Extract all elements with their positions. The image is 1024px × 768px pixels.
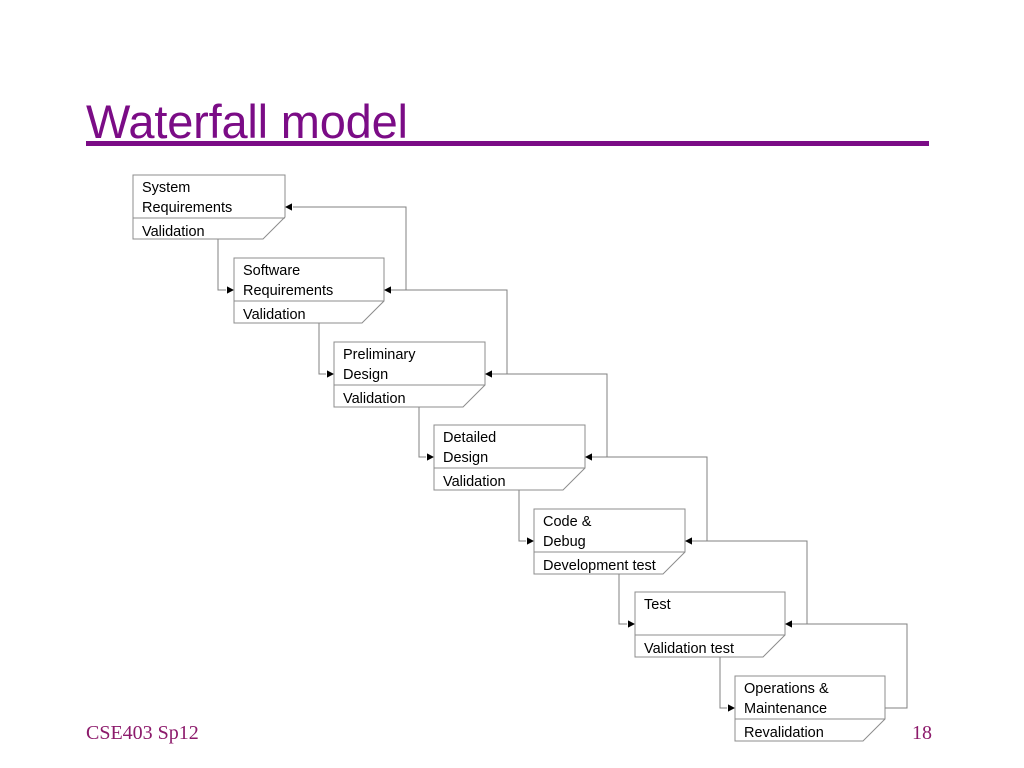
stage-validation-label: Development test — [543, 558, 656, 574]
forward-arrowhead-preliminary-design-to-detailed-design — [427, 453, 434, 461]
forward-connector-test-to-operations-and-maintenance — [719, 657, 727, 709]
feedback-arrowhead-preliminary-design-to-software-requirements — [384, 286, 391, 294]
stage-box-outline — [333, 341, 486, 408]
footer-course-label: CSE403 Sp12 — [86, 722, 199, 744]
stage-label-line2: Debug — [543, 534, 586, 550]
stage-validation-label: Validation — [343, 391, 406, 407]
stage-validation-label: Validation test — [644, 641, 734, 657]
stage-label-line2: Design — [343, 367, 388, 383]
forward-connector-software-requirements-to-preliminary-design — [318, 323, 326, 375]
stage-box-outline — [433, 424, 586, 491]
forward-connector-detailed-design-to-code-and-debug — [518, 490, 526, 542]
stage-validation-label: Validation — [243, 307, 306, 323]
forward-connector-preliminary-design-to-detailed-design — [418, 407, 426, 458]
stage-label-line2: Requirements — [142, 200, 232, 216]
stage-box-outline — [132, 174, 286, 240]
stage-label-line2: Maintenance — [744, 701, 827, 717]
forward-arrowhead-software-requirements-to-preliminary-design — [327, 370, 334, 378]
forward-arrowhead-detailed-design-to-code-and-debug — [527, 537, 534, 545]
stage-boxes-layer: SystemRequirementsValidationSoftwareRequ… — [132, 174, 886, 742]
feedback-arrowhead-test-to-code-and-debug — [685, 537, 692, 545]
stage-label-line2: Requirements — [243, 283, 333, 299]
stage-box-outline — [634, 591, 786, 658]
page-title: Waterfall model — [86, 95, 408, 149]
stage-validation-label: Revalidation — [744, 725, 824, 741]
feedback-arrowhead-detailed-design-to-preliminary-design — [485, 370, 492, 378]
footer-page-number: 18 — [912, 722, 932, 744]
feedback-arrowhead-operations-and-maintenance-to-test — [785, 620, 792, 628]
stage-validation-label: Validation — [443, 474, 506, 490]
stage-label-line1: Preliminary — [343, 347, 416, 363]
forward-connector-code-and-debug-to-test — [618, 574, 627, 625]
stage-label-line1: System — [142, 180, 190, 196]
forward-connector-system-requirements-to-software-requirements — [217, 239, 226, 291]
stage-box-outline — [233, 257, 385, 324]
stage-label-line1: Operations & — [744, 681, 829, 697]
forward-arrowhead-test-to-operations-and-maintenance — [728, 704, 735, 712]
stage-label-line1: Code & — [543, 514, 592, 530]
feedback-arrowhead-software-requirements-to-system-requirements — [285, 203, 292, 211]
stage-label-line2: Design — [443, 450, 488, 466]
feedback-connector-operations-and-maintenance-to-test — [793, 623, 908, 709]
title-underline-rule — [86, 141, 929, 146]
stage-label-line1: Software — [243, 263, 300, 279]
forward-arrowhead-system-requirements-to-software-requirements — [227, 286, 234, 294]
stage-box-outline — [533, 508, 686, 575]
stage-label-line1: Detailed — [443, 430, 496, 446]
stage-box-outline — [734, 675, 886, 742]
forward-arrowhead-code-and-debug-to-test — [628, 620, 635, 628]
stage-label-line1: Test — [644, 597, 671, 613]
feedback-arrowhead-code-and-debug-to-detailed-design — [585, 453, 592, 461]
stage-validation-label: Validation — [142, 224, 205, 240]
connectors-layer — [217, 203, 908, 712]
